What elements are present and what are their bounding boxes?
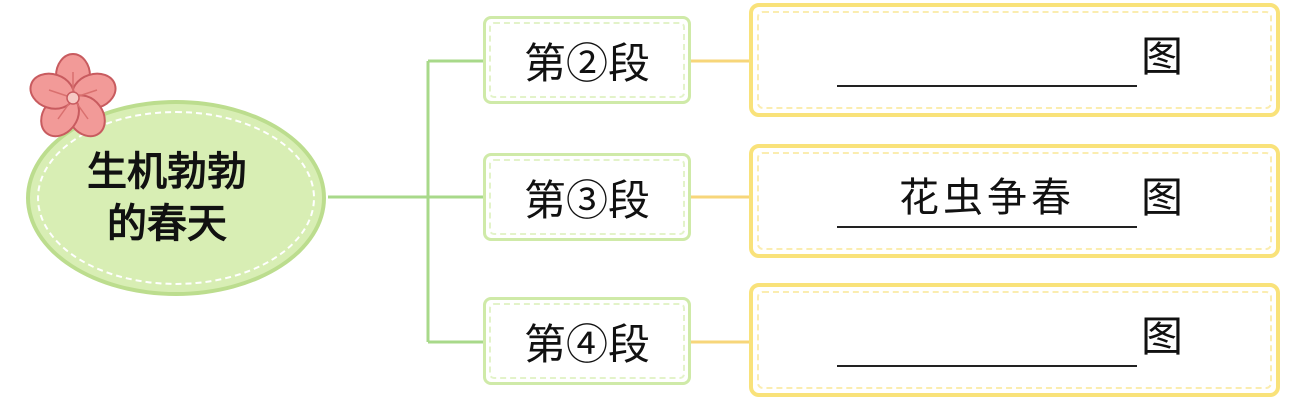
root-title: 生机勃勃 的春天 <box>30 146 322 250</box>
root-title-line-2: 的春天 <box>107 201 227 247</box>
flower-icon <box>29 53 117 138</box>
answer-blank-4[interactable] <box>837 309 1137 367</box>
root-dashed-border <box>37 111 315 285</box>
paragraph-label-2: 第②段 <box>523 38 650 88</box>
answer-blank-2[interactable] <box>837 29 1137 87</box>
paragraph-box-4: 第④段 <box>483 297 691 385</box>
paragraph-label-3: 第③段 <box>523 175 650 225</box>
paragraph-label-4: 第④段 <box>523 319 650 369</box>
paragraph-box-3: 第③段 <box>483 153 691 241</box>
paragraph-box-2: 第②段 <box>483 16 691 104</box>
answer-box-2: 图 <box>749 3 1280 117</box>
root-node: 生机勃勃 的春天 <box>26 100 326 296</box>
answer-suffix-4: 图 <box>1141 312 1184 361</box>
answer-blank-3[interactable]: 花虫争春 <box>837 170 1137 228</box>
answer-box-3: 花虫争春 图 <box>749 144 1280 258</box>
answer-box-4: 图 <box>749 283 1280 397</box>
answer-suffix-2: 图 <box>1141 32 1184 81</box>
root-title-line-1: 生机勃勃 <box>87 149 247 195</box>
answer-suffix-3: 图 <box>1141 173 1184 222</box>
